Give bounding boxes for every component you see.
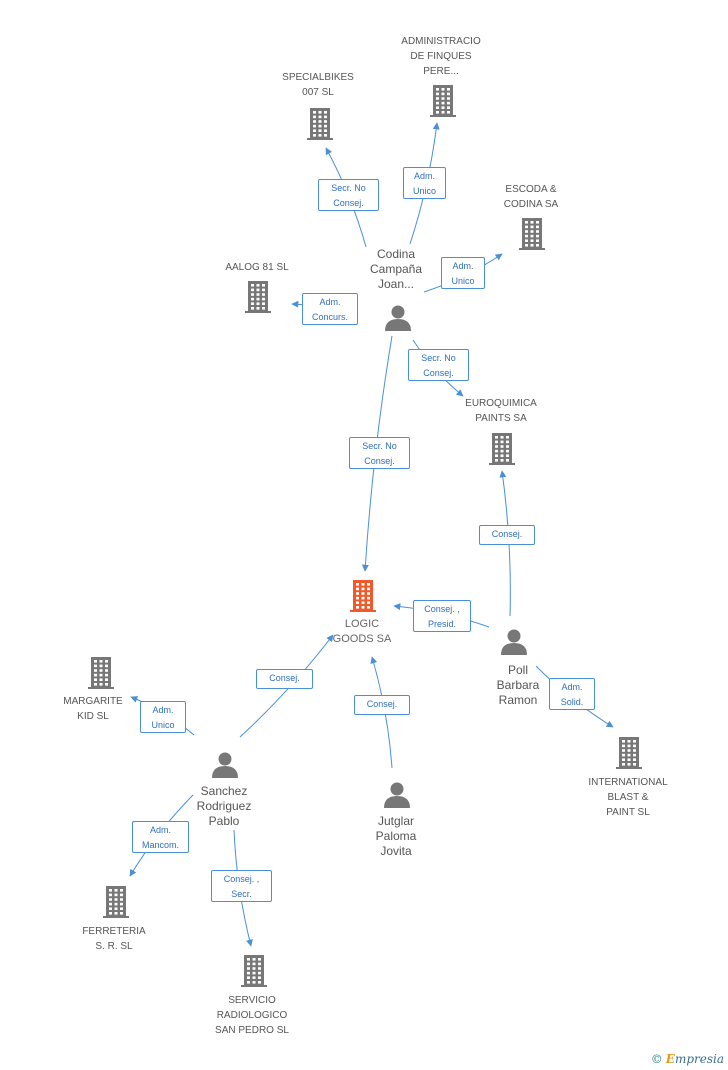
person-icon-jutglar[interactable] <box>384 782 410 809</box>
node-label-administracio[interactable]: ADMINISTRACIO DE FINQUES PERE... <box>401 36 481 77</box>
copyright-icon: © <box>650 1052 663 1066</box>
brand-name: mpresia <box>674 1052 724 1066</box>
building-icon-specialbikes[interactable] <box>307 108 333 140</box>
building-icon-ferreteria[interactable] <box>103 886 129 918</box>
empresia-logo: ©Empresia <box>651 1052 724 1066</box>
node-label-escoda[interactable]: ESCODA & CODINA SA <box>503 184 559 210</box>
person-icon-poll[interactable] <box>501 629 527 656</box>
node-label-euroquimica[interactable]: EUROQUIMICA PAINTS SA <box>465 398 537 424</box>
building-icon-international[interactable] <box>616 737 642 769</box>
edge-label-codina-to-specialbikes[interactable]: Secr. No Consej. <box>318 179 379 211</box>
edge-label-jutglar-to-logic[interactable]: Consej. <box>354 695 410 715</box>
building-icon-escoda[interactable] <box>519 218 545 250</box>
building-icon-servicio[interactable] <box>241 955 267 987</box>
edge-label-sanchez-to-margarite[interactable]: Adm. Unico <box>140 701 186 733</box>
building-icon-aalog[interactable] <box>245 281 271 313</box>
edge-label-codina-to-euroquimica[interactable]: Secr. No Consej. <box>408 349 469 381</box>
edge-label-poll-to-international[interactable]: Adm. Solid. <box>549 678 595 710</box>
person-icon-codina[interactable] <box>385 305 411 332</box>
node-label-aalog[interactable]: AALOG 81 SL <box>225 262 289 273</box>
node-label-servicio[interactable]: SERVICIO RADIOLOGICO SAN PEDRO SL <box>215 995 289 1036</box>
node-label-margarite[interactable]: MARGARITE KID SL <box>63 696 123 722</box>
node-label-specialbikes[interactable]: SPECIALBIKES 007 SL <box>282 72 354 98</box>
edge-label-poll-to-logic[interactable]: Consej. , Presid. <box>413 600 471 632</box>
building-icon-euroquimica[interactable] <box>489 433 515 465</box>
edge-label-codina-to-escoda[interactable]: Adm. Unico <box>441 257 485 289</box>
edge-label-poll-to-euroquimica[interactable]: Consej. <box>479 525 535 545</box>
building-icon-logic[interactable] <box>350 580 376 612</box>
node-label-codina[interactable]: Codina Campaña Joan... <box>369 247 423 291</box>
node-label-poll[interactable]: Poll Barbara Ramon <box>496 663 540 707</box>
node-label-jutglar[interactable]: Jutglar Paloma Jovita <box>375 814 417 858</box>
building-icon-administracio[interactable] <box>430 85 456 117</box>
edge-label-codina-to-administracio[interactable]: Adm. Unico <box>403 167 446 199</box>
edge-label-sanchez-to-logic[interactable]: Consej. <box>256 669 313 689</box>
node-label-ferreteria[interactable]: FERRETERIA S. R. SL <box>82 926 146 952</box>
edge-label-sanchez-to-ferreteria[interactable]: Adm. Mancom. <box>132 821 189 853</box>
person-icon-sanchez[interactable] <box>212 752 238 779</box>
node-label-international[interactable]: INTERNATIONAL BLAST & PAINT SL <box>588 777 668 818</box>
brand-initial: E <box>665 1052 675 1066</box>
building-icon-margarite[interactable] <box>88 657 114 689</box>
node-label-logic[interactable]: LOGIC GOODS SA <box>332 618 392 645</box>
node-label-sanchez[interactable]: Sanchez Rodriguez Pablo <box>196 784 252 828</box>
edge-label-sanchez-to-servicio[interactable]: Consej. , Secr. <box>211 870 272 902</box>
edge-label-codina-to-aalog[interactable]: Adm. Concurs. <box>302 293 358 325</box>
edge-label-codina-to-logic[interactable]: Secr. No Consej. <box>349 437 410 469</box>
